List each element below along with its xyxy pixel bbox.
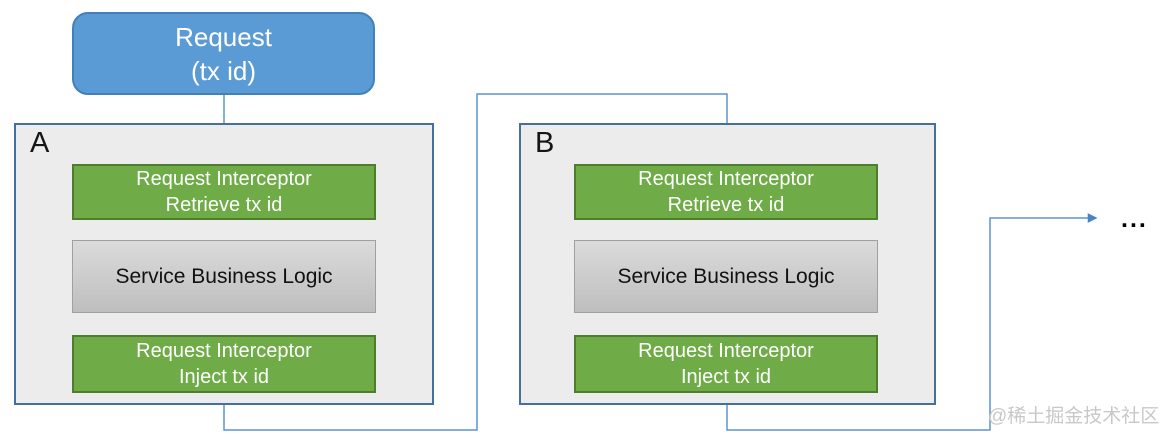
box-text-line2: Inject tx id: [178, 366, 270, 388]
service-b-request-interceptor-retrieve: Request Interceptor Retrieve tx id: [574, 164, 878, 220]
box-text: Service Business Logic: [617, 264, 835, 288]
request-label-line2: (tx id): [191, 55, 256, 86]
service-a-request-interceptor-retrieve: Request Interceptor Retrieve tx id: [72, 164, 376, 220]
request-node: Request (tx id): [72, 12, 375, 95]
box-text-line1: Request Interceptor: [136, 168, 312, 190]
box-text: Service Business Logic: [115, 264, 333, 288]
service-b-business-logic: Service Business Logic: [574, 240, 878, 313]
service-a-request-interceptor-inject: Request Interceptor Inject tx id: [72, 335, 376, 393]
request-label-line1: Request: [175, 21, 272, 52]
box-text-line1: Request Interceptor: [638, 168, 814, 190]
service-a-label: A: [30, 127, 50, 159]
service-a-container: A Request Interceptor Retrieve tx id Ser…: [14, 123, 434, 405]
continuation-ellipsis: ...: [1121, 205, 1148, 233]
box-text-line2: Retrieve tx id: [165, 194, 283, 216]
service-b-label: B: [535, 127, 555, 159]
box-text-line2: Retrieve tx id: [667, 194, 785, 216]
watermark-text: @稀土掘金技术社区: [988, 406, 1160, 427]
box-text-line2: Inject tx id: [680, 366, 772, 388]
service-b-request-interceptor-inject: Request Interceptor Inject tx id: [574, 335, 878, 393]
box-text-line1: Request Interceptor: [638, 340, 814, 362]
service-a-business-logic: Service Business Logic: [72, 240, 376, 313]
service-b-container: B Request Interceptor Retrieve tx id Ser…: [519, 123, 936, 405]
box-text-line1: Request Interceptor: [136, 340, 312, 362]
